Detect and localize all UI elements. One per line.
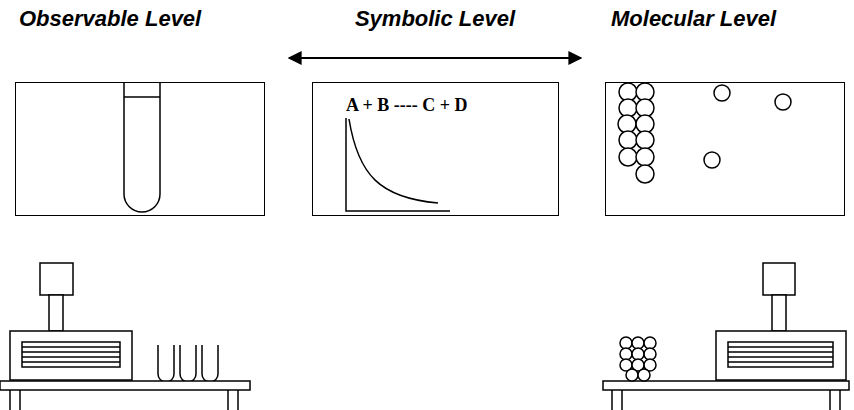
liquid-level <box>124 96 160 98</box>
grille-lines <box>22 347 120 362</box>
molecule <box>632 348 644 360</box>
table-legs <box>612 390 840 410</box>
molecule <box>644 337 656 349</box>
level-panel: Molecular Level <box>605 82 845 216</box>
molecule <box>636 131 654 149</box>
decay-curve <box>349 119 438 203</box>
molecule <box>619 148 637 166</box>
double-arrow <box>289 57 581 59</box>
apparatus-box <box>716 331 846 380</box>
stand-post <box>772 295 786 331</box>
molecule <box>620 348 632 360</box>
molecule <box>619 131 637 149</box>
test-tube <box>124 83 160 212</box>
molecule <box>775 94 791 110</box>
molecule <box>632 337 644 349</box>
beakers <box>158 345 218 382</box>
graph-axes <box>346 118 450 211</box>
reaction-equation: A + B ---- C + D <box>346 94 468 116</box>
grille-lines <box>728 347 833 362</box>
apparatus-grille <box>22 342 120 367</box>
apparatus-box <box>10 331 132 380</box>
molecule <box>636 165 654 183</box>
table-legs <box>10 390 238 410</box>
apparatus-grille <box>728 342 833 367</box>
table-top <box>0 381 250 390</box>
level-heading: Observable Level <box>19 6 201 32</box>
level-heading: Molecular Level <box>611 6 776 32</box>
level-heading: Symbolic Level <box>355 6 515 32</box>
molecule <box>620 337 632 349</box>
molecule <box>618 115 636 133</box>
molecule <box>704 152 720 168</box>
molecule <box>644 348 656 360</box>
level-panel: Symbolic LevelA + B ---- C + D <box>312 82 559 216</box>
molecule <box>626 369 638 381</box>
molecule <box>636 148 654 166</box>
molecules <box>618 83 791 381</box>
molecule <box>638 369 650 381</box>
stand-head <box>40 263 73 295</box>
molecule <box>619 99 637 117</box>
level-panel: Observable Level <box>15 82 265 216</box>
stand-head <box>763 263 795 295</box>
table-top <box>603 381 849 390</box>
molecule <box>714 85 730 101</box>
stand-post <box>49 295 63 331</box>
